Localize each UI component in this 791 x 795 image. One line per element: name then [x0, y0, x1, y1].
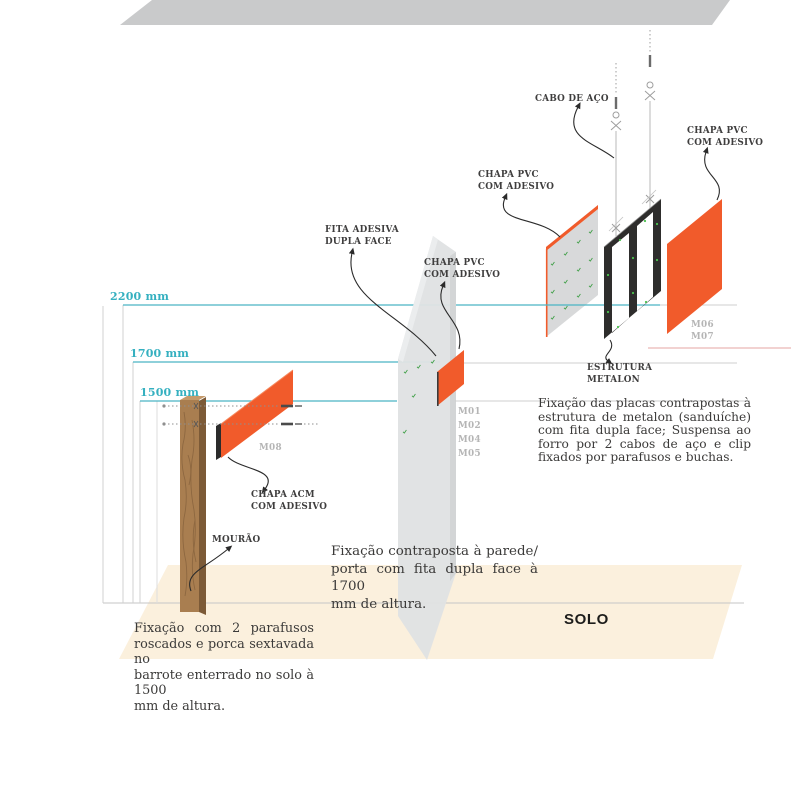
cable-clip-icon	[645, 194, 655, 204]
note-line: com fita dupla face; Suspensa ao	[538, 423, 751, 438]
label-line: DUPLA FACE	[325, 236, 392, 247]
dim-1500mm: 1500 mm	[140, 386, 200, 399]
steel-cable-right	[641, 30, 657, 208]
leader-mourao	[189, 545, 233, 592]
mourao-post	[180, 396, 206, 615]
estrutura-metalon-frame	[603, 198, 662, 339]
leader-chapa-pvc-mid	[501, 192, 561, 238]
label-line: COM ADESIVO	[251, 501, 328, 512]
note-line: porta com fita dupla face à 1700	[331, 561, 538, 595]
label-chapa-pvc-right: CHAPA PVC COM ADESIVO	[687, 126, 763, 149]
note-solo-fix: Fixação com 2 parafusos roscados e porca…	[134, 621, 314, 715]
parafuso-row-top	[162, 402, 302, 410]
label-chapa-pvc-center: CHAPA PVC COM ADESIVO	[424, 258, 500, 281]
note-line: mm de altura.	[134, 698, 226, 714]
code-m08: M08	[259, 443, 282, 453]
label-line: CHAPA PVC	[424, 258, 485, 268]
chapa-acm-plate	[216, 369, 294, 460]
code-m06: M06	[691, 320, 714, 330]
cable-clip-icon	[611, 223, 621, 233]
label-line: CHAPA PVC	[687, 126, 748, 136]
label-line: COM ADESIVO	[424, 269, 501, 280]
label-mourao: MOURÃO	[212, 535, 261, 545]
note-line: estrutura de metalon (sanduíche)	[538, 409, 751, 424]
steel-cable-left	[608, 63, 624, 237]
code-m05: M05	[458, 449, 481, 459]
label-line: CHAPA ACM	[251, 490, 315, 500]
chapa-pvc-small-plate	[436, 350, 464, 406]
label-solo: SOLO	[564, 611, 609, 628]
parafuso-row-bottom	[162, 420, 318, 428]
note-line: forro por 2 cabos de aço e clip	[538, 436, 751, 451]
code-m04: M04	[458, 435, 481, 445]
leader-estrutura-metalon	[605, 339, 613, 365]
leader-chapa-acm	[227, 456, 269, 494]
label-chapa-acm: CHAPA ACM COM ADESIVO	[251, 490, 327, 513]
leader-fita-adesiva	[348, 247, 437, 357]
note-line: mm de altura.	[331, 596, 427, 612]
door-panel	[398, 236, 456, 660]
note-line: fixados por parafusos e buchas.	[538, 450, 734, 465]
label-estrutura-metalon: ESTRUTURA METALON	[587, 363, 652, 386]
label-fita-adesiva: FITA ADESIVA DUPLA FACE	[325, 225, 399, 248]
chapa-pvc-panel-orange	[667, 199, 722, 334]
note-line: Fixação contraposta à parede/	[331, 544, 538, 559]
frame-adhesive-dots	[606, 219, 659, 329]
dim-1700mm: 1700 mm	[130, 347, 190, 360]
code-m07: M07	[691, 332, 714, 342]
turnbuckle-icon	[612, 111, 620, 119]
turnbuckle-icon	[646, 81, 654, 89]
note-line: Fixação com 2 parafusos	[134, 621, 314, 636]
label-line: METALON	[587, 374, 640, 385]
label-chapa-pvc-mid: CHAPA PVC COM ADESIVO	[478, 170, 554, 193]
label-line: FITA ADESIVA	[325, 225, 399, 235]
label-line: COM ADESIVO	[478, 181, 555, 192]
leader-chapa-pvc-right	[702, 146, 720, 201]
note-line: roscados e porca sextavada no	[134, 636, 314, 668]
label-line: COM ADESIVO	[687, 137, 764, 148]
label-line: ESTRUTURA	[587, 363, 653, 373]
measurement-legs	[102, 305, 158, 603]
leader-chapa-pvc-center	[439, 280, 461, 350]
note-line: barrote enterrado no solo à 1500	[134, 667, 314, 699]
note-line: Fixação das placas contrapostas à	[538, 396, 751, 410]
chapa-pvc-panel-gray	[545, 205, 598, 337]
label-cabo-de-aco: CABO DE AÇO	[535, 94, 609, 104]
leader-cabo-de-aco	[573, 102, 615, 159]
code-m02: M02	[458, 421, 481, 431]
note-suspensa: Fixação das placas contrapostas à estrut…	[538, 396, 751, 465]
wood-grain	[181, 411, 197, 597]
label-line: CHAPA PVC	[478, 170, 539, 180]
leader-lines	[189, 102, 720, 592]
note-parede: Fixação contraposta à parede/ porta com …	[331, 543, 538, 613]
dim-2200mm: 2200 mm	[110, 290, 170, 303]
ceiling-slab	[120, 0, 730, 25]
code-m01: M01	[458, 407, 481, 417]
